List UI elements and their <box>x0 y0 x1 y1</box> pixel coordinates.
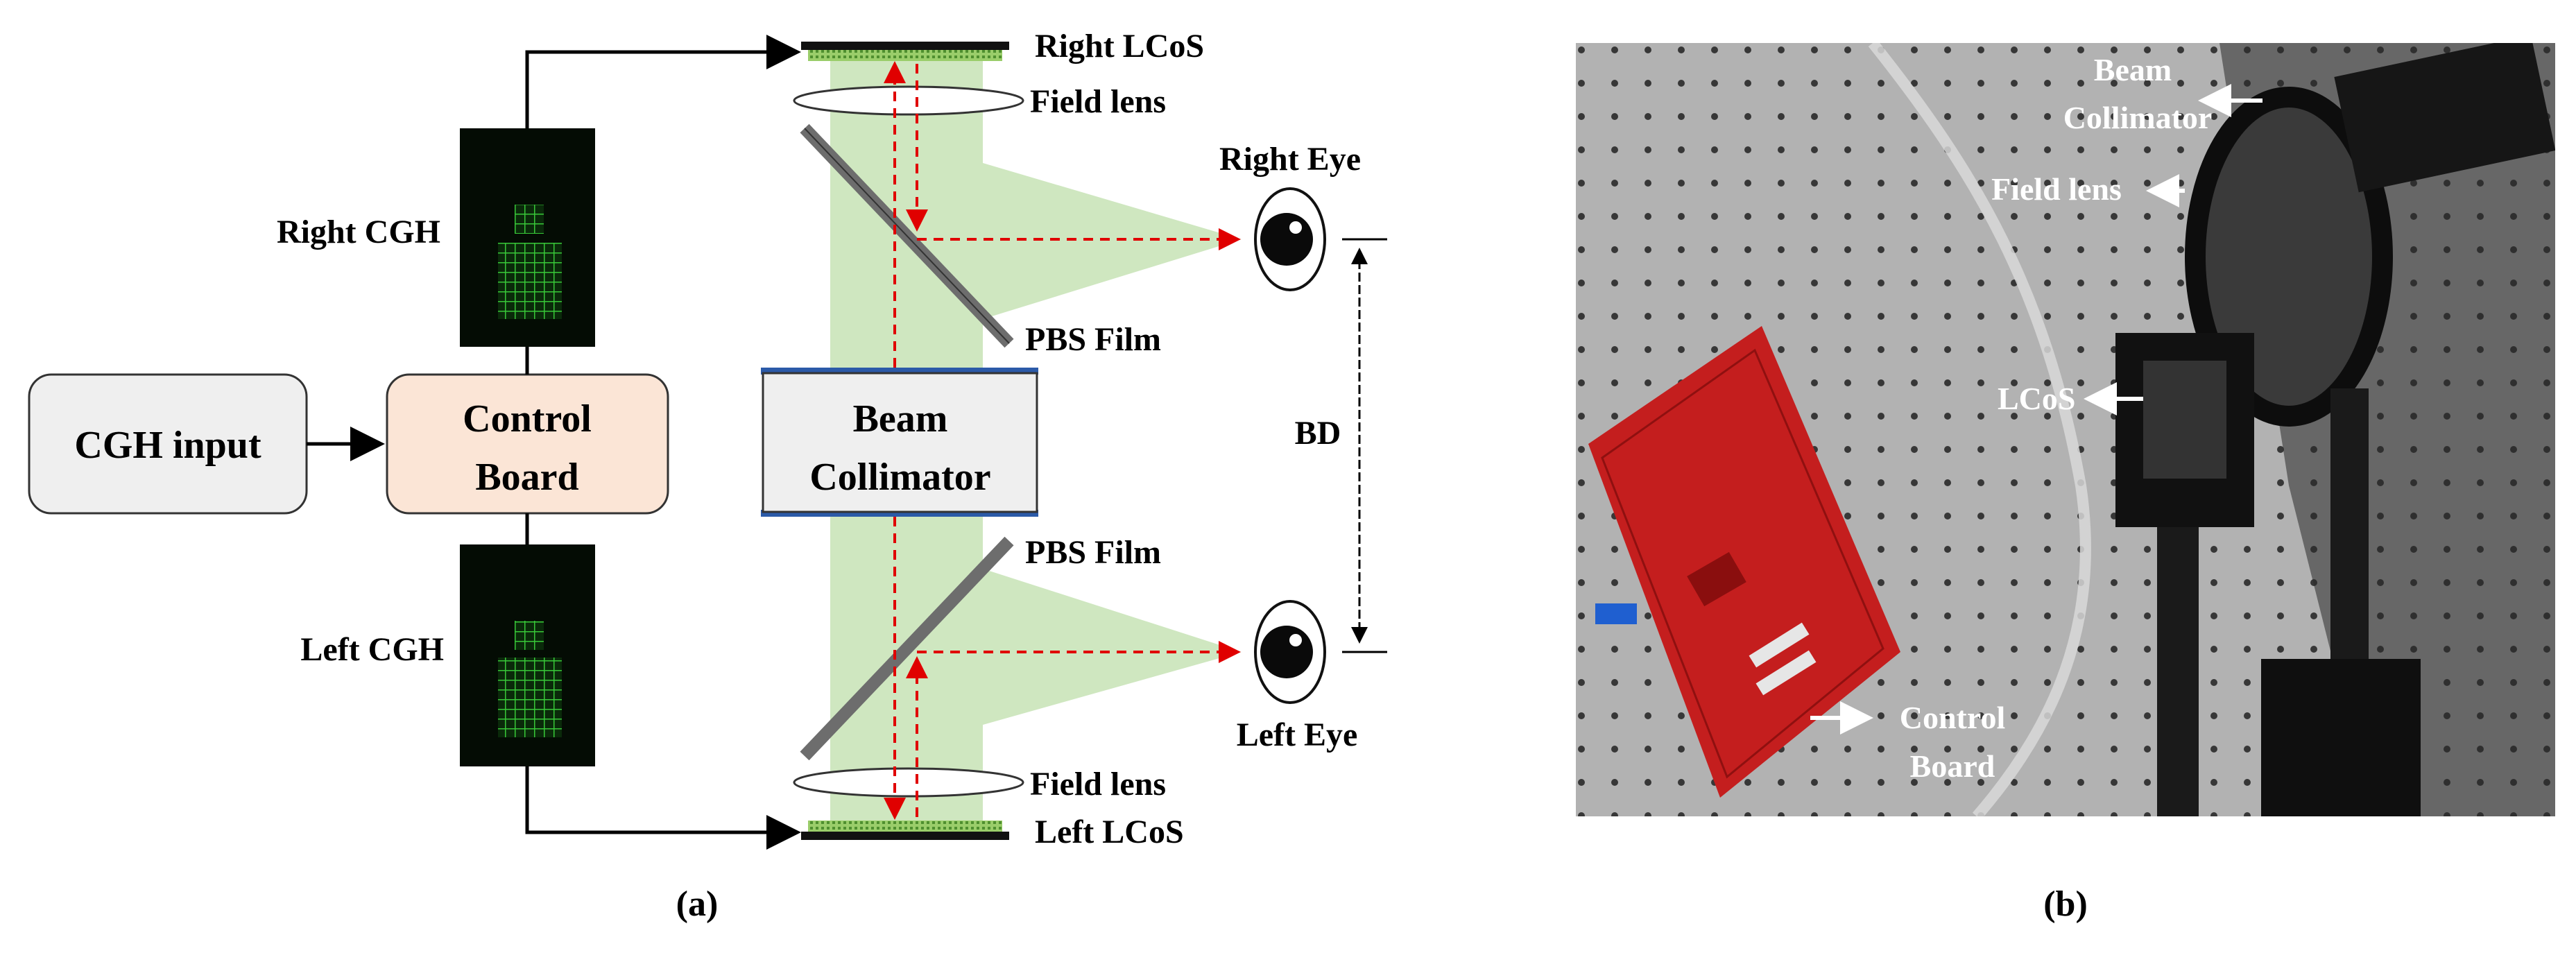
left-lcos-label: Left LCoS <box>1035 814 1184 850</box>
caption-a: (a) <box>676 884 719 924</box>
photo-control-board-label-1: Control <box>1900 700 2006 735</box>
field-lens-bottom <box>793 767 1024 798</box>
photo-control-board-label-2: Board <box>1910 748 1995 784</box>
field-lens-bottom-label: Field lens <box>1030 766 1166 802</box>
right-eye-label: Right Eye <box>1219 141 1361 178</box>
bd-dimension <box>1342 238 1387 653</box>
panel-a: CGH input Control Board Right CGH Left C… <box>28 28 1387 924</box>
right-cgh-label: Right CGH <box>277 214 440 250</box>
beam-fan-right-eye <box>983 163 1242 319</box>
cgh-input-label: CGH input <box>74 424 261 467</box>
pbs-film-top-edge <box>804 128 1010 344</box>
left-cgh-image <box>460 544 595 766</box>
pbs-film-bottom <box>800 536 1014 761</box>
field-lens-top <box>793 85 1024 116</box>
photo-lcos-label: LCoS <box>1998 381 2075 416</box>
photo-beam-collimator-label-2: Collimator <box>2063 100 2213 135</box>
rays-bottom <box>884 517 1241 820</box>
panel-b: Beam Collimator Field lens LCoS Control … <box>1576 43 2555 924</box>
pbs-film-bottom-label: PBS Film <box>1025 534 1161 571</box>
right-lcos <box>801 42 1009 61</box>
right-cgh-image <box>460 128 595 347</box>
pcb-control-board <box>1588 326 1900 798</box>
photo-field-lens-label: Field lens <box>1991 171 2122 207</box>
pbs-film-top-label: PBS Film <box>1025 321 1161 358</box>
beam-collimator-label-2: Collimator <box>809 456 990 499</box>
left-eye-label: Left Eye <box>1237 716 1358 753</box>
right-lcos-label: Right LCoS <box>1035 28 1204 65</box>
control-board-label-2: Board <box>475 456 578 499</box>
photo <box>1576 43 2555 816</box>
left-eye-icon <box>1254 600 1326 704</box>
left-cgh-label: Left CGH <box>300 631 444 668</box>
caption-b: (b) <box>2043 884 2088 924</box>
field-lens-top-label: Field lens <box>1030 83 1166 120</box>
rays-top <box>884 61 1241 368</box>
control-board-label-1: Control <box>463 397 592 440</box>
left-lcos <box>801 821 1009 840</box>
beam-collimator-label-1: Beam <box>853 397 948 440</box>
beam-collimator-box: Beam Collimator <box>761 368 1038 517</box>
right-eye-icon <box>1254 187 1326 291</box>
beam-fan-left-eye <box>983 569 1242 725</box>
cgh-input-box: CGH input <box>28 373 308 515</box>
control-board-box: Control Board <box>386 373 669 515</box>
photo-beam-collimator-label-1: Beam <box>2094 52 2172 87</box>
bd-label: BD <box>1295 415 1341 452</box>
